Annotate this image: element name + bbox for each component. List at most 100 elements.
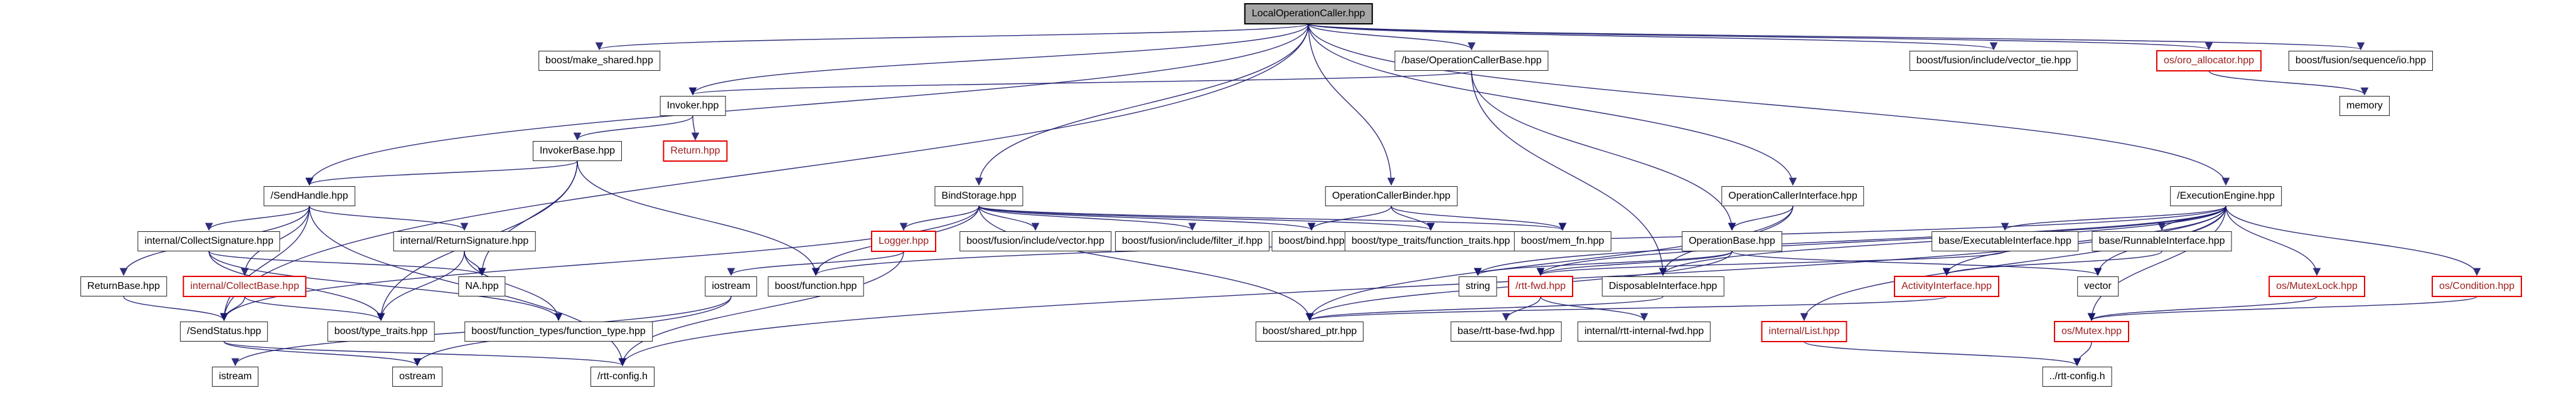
include-edge-returnbase-sendstatus [123, 296, 228, 322]
include-edge-opcallerbase-invoker [689, 70, 1472, 96]
graph-node-condition[interactable]: os/Condition.hpp [2431, 276, 2523, 297]
graph-node-oro_allocator[interactable]: os/oro_allocator.hpp [2156, 50, 2262, 71]
graph-node-na[interactable]: NA.hpp [458, 276, 506, 296]
include-edge-root-oro_allocator [1308, 23, 2213, 51]
graph-node-fusion_vector[interactable]: boost/fusion/include/vector.hpp [959, 231, 1111, 251]
include-edge-bindstorage-logger [899, 206, 980, 231]
include-edge-collectbase-sendstatus [220, 296, 245, 322]
graph-node-return_hpp[interactable]: Return.hpp [663, 140, 728, 162]
include-edge-root-bindstorage [975, 23, 1309, 186]
graph-node-disposable[interactable]: DisposableInterface.hpp [1601, 276, 1724, 296]
include-edge-root-sendstatus [220, 23, 1309, 322]
include-edge-logger-rtt_config [618, 251, 904, 367]
graph-node-function_type[interactable]: boost/function_types/function_type.hpp [464, 322, 653, 342]
graph-node-iostream[interactable]: iostream [705, 276, 757, 296]
include-edge-rtt_fwd-base_fwd [1502, 296, 1541, 322]
include-edge-bindstorage-shared_ptr [978, 206, 1314, 322]
include-edge-bindstorage-mem_fn [978, 206, 1566, 231]
graph-node-string[interactable]: string [1458, 276, 1497, 296]
graph-node-opcallerinterface[interactable]: OperationCallerInterface.hpp [1721, 186, 1864, 206]
graph-node-filter_if[interactable]: boost/fusion/include/filter_if.hpp [1114, 231, 1270, 251]
include-edge-sendhandle-returnsig [309, 206, 469, 231]
include-edge-operationbase-vector_std [1731, 251, 2102, 276]
graph-node-type_traits[interactable]: boost/type_traits.hpp [327, 322, 435, 342]
graph-node-mutexlock[interactable]: os/MutexLock.hpp [2269, 276, 2365, 297]
graph-node-invokerbase[interactable]: InvokerBase.hpp [532, 141, 623, 161]
include-edge-invoker-return_hpp [691, 115, 700, 141]
include-edge-execengine-executable [2001, 206, 2226, 231]
include-edge-collectsig-na [208, 251, 486, 276]
include-edge-runnable-activity [1942, 251, 2162, 276]
graph-node-vector_tie[interactable]: boost/fusion/include/vector_tie.hpp [1909, 51, 2078, 71]
graph-node-bindstorage[interactable]: BindStorage.hpp [934, 186, 1023, 206]
graph-node-internal_fwd[interactable]: internal/rtt-internal-fwd.hpp [1577, 322, 1711, 342]
graph-node-bind[interactable]: boost/bind.hpp [1271, 231, 1352, 251]
graph-node-memory[interactable]: memory [2339, 96, 2390, 116]
graph-node-opcallerbase[interactable]: /base/OperationCallerBase.hpp [1394, 51, 1549, 71]
graph-node-opcallerbinder[interactable]: OperationCallerBinder.hpp [1325, 186, 1458, 206]
include-edge-root-invoker [688, 23, 1309, 96]
graph-node-collectbase[interactable]: internal/CollectBase.hpp [183, 276, 307, 297]
include-edge-activity-shared_ptr [1306, 296, 1947, 322]
include-edge-rtt_fwd-internal_fwd [1540, 296, 1649, 322]
graph-node-sendstatus[interactable]: /SendStatus.hpp [179, 322, 269, 342]
graph-node-rtt_config2[interactable]: ../rtt-config.h [2042, 367, 2112, 387]
graph-node-make_shared[interactable]: boost/make_shared.hpp [538, 51, 660, 71]
graph-node-ostream[interactable]: ostream [392, 367, 442, 387]
graph-node-mutex[interactable]: os/Mutex.hpp [2053, 321, 2130, 342]
graph-node-mem_fn[interactable]: boost/mem_fn.hpp [1514, 231, 1611, 251]
include-edge-invoker-invokerbase [573, 115, 693, 141]
include-edge-root-opcallerbase [1308, 23, 1476, 51]
include-edge-bindstorage-bind [978, 206, 1315, 231]
include-edge-mutex-rtt_config2 [2073, 341, 2092, 367]
graph-node-list_hpp[interactable]: internal/List.hpp [1761, 321, 1847, 342]
include-edge-opcallerbinder-mem_fn [1391, 206, 1567, 231]
graph-node-runnable[interactable]: base/RunnableInterface.hpp [2092, 231, 2232, 251]
graph-node-istream[interactable]: istream [211, 367, 259, 387]
graph-node-function_traits[interactable]: boost/type_traits/function_traits.hpp [1344, 231, 1517, 251]
graph-node-rtt_config[interactable]: /rtt-config.h [590, 367, 655, 387]
include-edge-root-execengine [1308, 23, 2230, 186]
graph-node-sendhandle[interactable]: /SendHandle.hpp [264, 186, 355, 206]
include-edge-root-opcallerbinder [1308, 23, 1396, 186]
graph-node-collectsig[interactable]: internal/CollectSignature.hpp [137, 231, 281, 251]
include-edge-bindstorage-sendstatus [220, 206, 980, 322]
include-edge-mutexlock-mutex [2087, 296, 2317, 322]
include-edge-invokerbase-boost_function [577, 160, 820, 276]
include-edge-operationbase-rtt_fwd [1536, 251, 1733, 276]
graph-node-base_fwd[interactable]: base/rtt-base-fwd.hpp [1450, 322, 1562, 342]
graph-node-vector_std[interactable]: vector [2077, 276, 2119, 296]
include-edge-list_hpp-rtt_config2 [1804, 341, 2082, 367]
include-edge-opcallerinterface-shared_ptr [1305, 206, 1793, 322]
include-edge-opcallerbinder-bind [1307, 206, 1392, 231]
graph-node-root[interactable]: LocalOperationCaller.hpp [1244, 3, 1373, 24]
include-edge-execengine-condition [2225, 206, 2481, 276]
graph-node-fusion_io[interactable]: boost/fusion/sequence/io.hpp [2288, 51, 2434, 71]
include-edge-root-opcallerinterface [1308, 23, 1797, 186]
graph-node-returnbase[interactable]: ReturnBase.hpp [80, 276, 167, 296]
include-edge-operationbase-string [1473, 251, 1733, 276]
include-edge-bindstorage-function_traits [978, 206, 1435, 231]
graph-node-operationbase[interactable]: OperationBase.hpp [1682, 231, 1782, 251]
include-edge-invokerbase-na [478, 160, 578, 276]
graph-node-executable[interactable]: base/ExecutableInterface.hpp [1932, 231, 2078, 251]
graph-node-execengine[interactable]: /ExecutionEngine.hpp [2170, 186, 2282, 206]
include-edge-sendhandle-collectsig [205, 206, 310, 231]
include-edge-sendstatus-rtt_config [223, 341, 626, 367]
graph-node-activity[interactable]: ActivityInterface.hpp [1893, 276, 2000, 297]
include-edge-executable-rtt_fwd [1537, 251, 2006, 276]
graph-node-logger[interactable]: Logger.hpp [870, 231, 937, 252]
include-edge-invokerbase-sendhandle [305, 160, 578, 186]
graph-node-boost_function[interactable]: boost/function.hpp [767, 276, 864, 296]
graph-node-shared_ptr[interactable]: boost/shared_ptr.hpp [1255, 322, 1364, 342]
include-edge-bindstorage-filter_if [978, 206, 1197, 231]
graph-node-invoker[interactable]: Invoker.hpp [660, 96, 726, 116]
include-edge-sendstatus-ostream [223, 341, 422, 367]
graph-node-rtt_fwd[interactable]: /rtt-fwd.hpp [1507, 276, 1574, 297]
include-edge-execengine-mutex [2087, 206, 2226, 322]
include-edge-root-sendhandle [305, 23, 1309, 186]
include-edge-opcallerinterface-operationbase [1728, 206, 1793, 231]
include-edge-bindstorage-fusion_vector [978, 206, 1040, 231]
graph-node-returnsig[interactable]: internal/ReturnSignature.hpp [393, 231, 536, 251]
